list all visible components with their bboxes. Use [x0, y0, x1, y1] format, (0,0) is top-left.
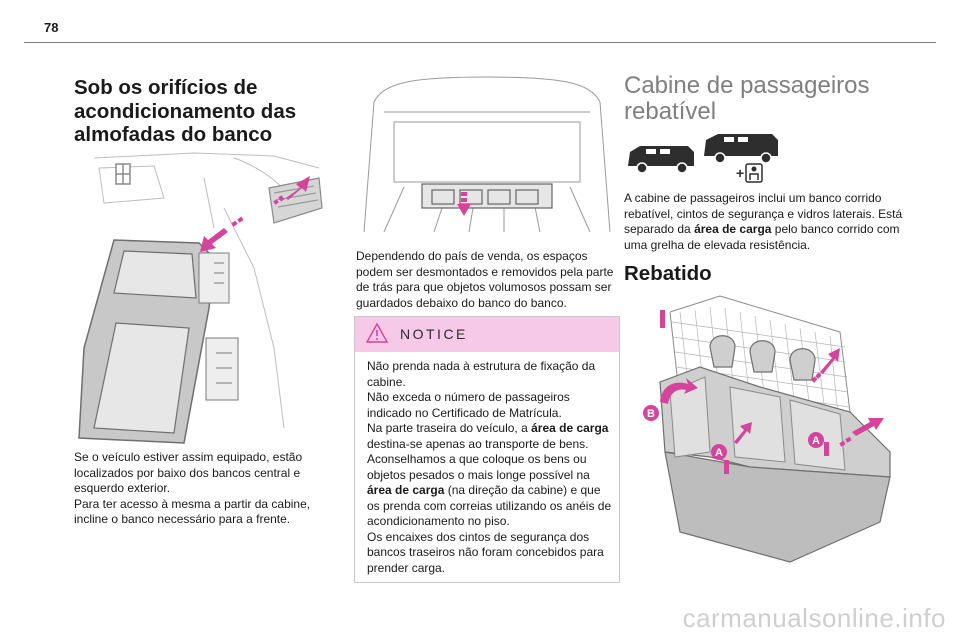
arrow-up-right-icon	[811, 348, 840, 383]
notice-line-2: Não exceda o número de passageiros indic…	[367, 390, 570, 420]
callout-a-right: A	[808, 432, 824, 448]
arrow-down-icon	[457, 192, 471, 216]
notice-line-6: Os encaixes dos cintos de segurança dos …	[367, 529, 604, 575]
underseat-storage-illustration	[74, 148, 326, 444]
arrow-a-right-icon	[839, 418, 884, 447]
cabin-paragraph-post: pelo banco corrido com uma grelha de ele…	[624, 222, 900, 252]
site-watermark: carmanualsonline.info	[682, 603, 946, 633]
passenger-seat-icon	[745, 163, 763, 183]
cabin-paragraph-pre: A cabine de passageiros inclui um banco …	[624, 191, 903, 236]
compartments-paragraph: Dependendo do país de venda, os espaços …	[356, 249, 614, 310]
callout-a-left: A	[711, 444, 727, 460]
cabin-paragraph-bold: área de carga	[694, 222, 772, 236]
notice-line-3-post: destina-se apenas ao transporte de bens.	[367, 436, 589, 451]
notice-line-5-post: (na direção da cabine) e que os prenda c…	[367, 483, 612, 528]
heading-line-3: almofadas do banco	[74, 123, 273, 146]
cabin-heading-line-1: Cabine de passageiros	[624, 72, 870, 99]
van-long-icon	[704, 134, 778, 164]
plus-sign: +	[736, 165, 744, 181]
notice-title: NOTICE	[400, 326, 468, 342]
strap-a2	[824, 442, 829, 456]
svg-text:B: B	[647, 408, 655, 420]
folding-bench-illustration: B A A	[640, 292, 892, 572]
notice-line-4: Aconselhamos a que coloque os bens ou ob…	[367, 452, 590, 482]
arrow-a-left-icon	[734, 422, 752, 444]
header-rule	[24, 42, 936, 43]
notice-line-5-bold: área de carga	[367, 483, 445, 497]
underseat-paragraph: Se o veículo estiver assim equipado, est…	[74, 450, 311, 526]
strap-a1	[724, 460, 729, 474]
notice-line-3-pre: Na parte traseira do veículo, a	[367, 421, 532, 435]
heading-line-1: Sob os orifícios de	[74, 76, 258, 99]
strap-left	[660, 310, 665, 328]
notice-body: Não prenda nada à estrutura de fixação d…	[367, 359, 613, 576]
vehicle-versions-illustration: +	[628, 134, 778, 183]
arrow-out-icon	[273, 176, 310, 205]
notice-box: NOTICE Não prenda nada à estrutura de fi…	[354, 316, 620, 583]
callout-b: B	[643, 405, 659, 421]
notice-line-3: Na parte traseira do veículo, a área de …	[367, 421, 613, 452]
section-heading-cabin: Cabine de passageiros rebatível	[624, 73, 914, 125]
heading-line-2: acondicionamento das	[74, 99, 297, 123]
arrow-b-icon	[660, 378, 698, 404]
seat-switch-icon	[115, 163, 131, 185]
cabin-paragraph: A cabine de passageiros inclui um banco …	[624, 191, 914, 253]
notice-line-3-bold: área de carga	[531, 421, 609, 435]
section-heading-underseat: Sob os orifícios de acondicionamento das…	[74, 76, 334, 147]
notice-header: NOTICE	[355, 317, 619, 352]
rear-compartment-illustration	[354, 72, 620, 242]
warning-triangle-icon	[365, 322, 389, 343]
arrow-in-icon	[200, 216, 244, 252]
van-short-icon	[628, 146, 694, 174]
notice-line-1: Não prenda nada à estrutura de fixação d…	[367, 359, 596, 389]
cabin-heading-line-2: rebatível	[624, 98, 717, 125]
svg-text:A: A	[812, 435, 820, 447]
notice-line-5: área de carga (na direção da cabine) e q…	[367, 483, 613, 530]
page-number: 78	[44, 20, 59, 35]
subheading-rebatido: Rebatido	[624, 262, 712, 285]
svg-text:A: A	[715, 447, 723, 459]
